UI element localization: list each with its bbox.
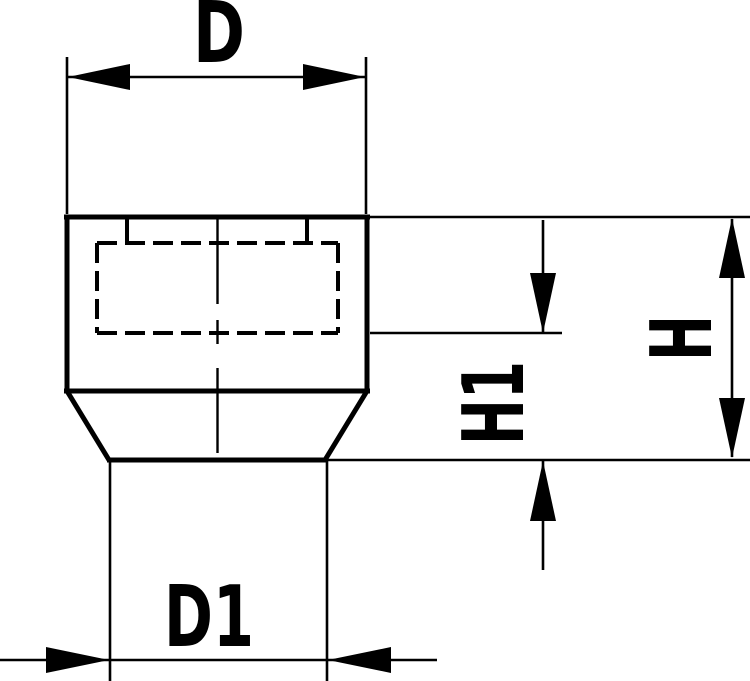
dimension-label-d: D (193, 0, 245, 83)
part-taper-right-edge (322, 389, 370, 462)
dimension-label-d1: D1 (164, 568, 254, 667)
dim-arrow-h1-bottom (530, 461, 556, 521)
dim-arrow-d-left (68, 64, 130, 90)
dim-arrow-h-bottom (719, 398, 745, 458)
dim-arrow-h1-top (530, 273, 556, 333)
dimension-label-h1: H1 (445, 361, 544, 445)
dim-arrow-d-right (303, 64, 365, 90)
part-taper-left-edge (64, 389, 112, 462)
dim-arrow-d1-right (328, 647, 391, 673)
dim-arrow-h-top (719, 218, 745, 278)
dim-arrow-d1-left (46, 647, 109, 673)
dimension-label-h: H (633, 315, 732, 361)
